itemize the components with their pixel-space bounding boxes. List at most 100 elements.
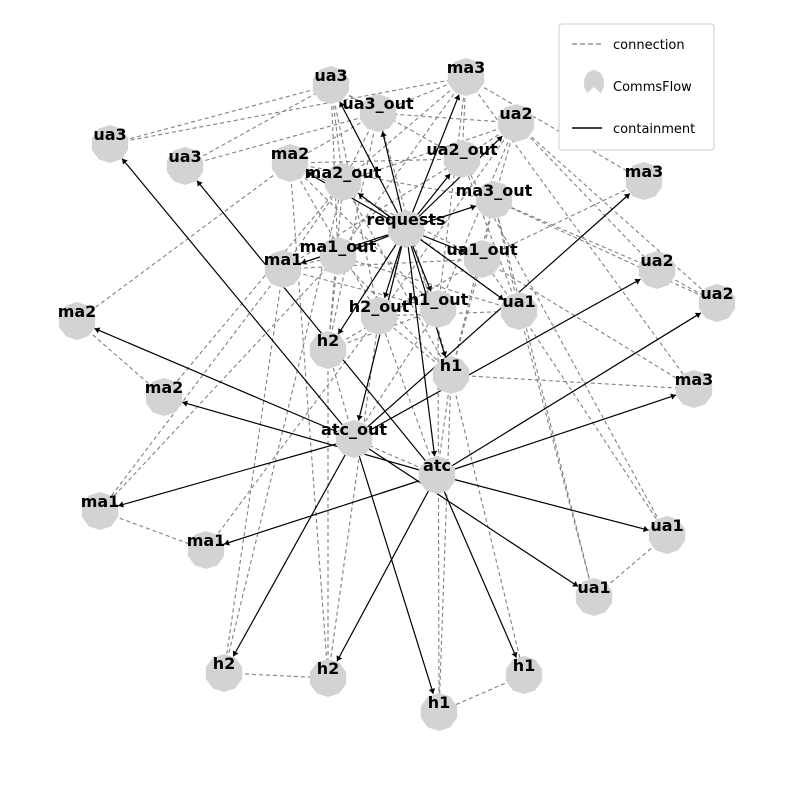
graph-node-ma3-b[interactable]	[625, 162, 663, 200]
legend-connection-label: connection	[613, 38, 685, 53]
containment-arrowhead	[511, 651, 518, 658]
containment-arrowhead	[182, 400, 188, 407]
node-shape	[312, 66, 350, 104]
graph-node-h1-out[interactable]	[419, 290, 457, 328]
node-label: ma1	[264, 250, 303, 269]
graph-node-atc-out[interactable]	[335, 420, 373, 458]
node-label: ma2	[145, 378, 184, 397]
graph-node-ua1-b[interactable]	[648, 516, 686, 554]
connection-edge	[76, 162, 291, 322]
connection-edge	[342, 76, 467, 183]
node-shape	[420, 693, 458, 731]
graph-node-ma1-c[interactable]	[187, 531, 225, 569]
connection-edge	[515, 122, 718, 304]
graph-node-ua2-out[interactable]	[443, 140, 481, 178]
node-shape	[324, 163, 362, 201]
graph-node-atc[interactable]	[418, 456, 456, 494]
graph-node-ma1-a[interactable]	[264, 250, 302, 288]
node-label: ma3	[625, 162, 664, 181]
graph-node-ma2-c[interactable]	[145, 378, 183, 416]
containment-arrowhead	[440, 351, 447, 357]
connection-edge	[223, 268, 284, 674]
connection-edge	[461, 158, 520, 312]
graph-node-h2-c[interactable]	[309, 659, 347, 697]
containment-edge	[405, 228, 446, 358]
graph-node-ma2-out[interactable]	[324, 163, 362, 201]
graph-node-ma2-b[interactable]	[58, 302, 96, 340]
graph-node-ua1-c[interactable]	[575, 578, 613, 616]
connection-edge	[493, 199, 595, 598]
containment-edge	[436, 474, 517, 658]
legend: connection CommsFlow containment	[558, 23, 715, 151]
node-shape	[187, 531, 225, 569]
graph-node-ma3-a[interactable]	[447, 58, 485, 96]
containment-edge	[353, 278, 641, 440]
graph-node-ma2-a[interactable]	[271, 144, 309, 182]
containment-arrowhead	[454, 94, 461, 101]
containment-arrowhead	[94, 327, 101, 334]
node-label: h2_out	[349, 297, 410, 316]
graph-node-ua3-b[interactable]	[91, 125, 129, 163]
containment-edge	[405, 228, 504, 301]
node-shape	[698, 284, 736, 322]
connection-edge	[327, 258, 483, 351]
connection-edge	[327, 112, 379, 351]
containment-edge	[436, 312, 702, 476]
containment-edge	[118, 438, 355, 507]
containment-arrowhead	[301, 258, 307, 265]
node-label: ua2_out	[426, 140, 498, 159]
connection-edge	[342, 122, 517, 183]
connection-edge	[289, 162, 483, 260]
graph-node-ma3-c[interactable]	[675, 370, 713, 408]
containment-edge	[223, 474, 438, 545]
connection-edge	[437, 122, 517, 310]
containment-arrowhead	[496, 136, 503, 142]
node-shape	[575, 578, 613, 616]
node-label: h2	[213, 654, 236, 673]
graph-node-ua1-out[interactable]	[463, 240, 501, 278]
node-label: ua3	[93, 125, 126, 144]
node-shape	[359, 94, 397, 132]
node-shape	[91, 125, 129, 163]
graph-node-h2-b[interactable]	[205, 654, 243, 692]
containment-arrowhead	[336, 655, 343, 662]
node-label: ma1	[187, 531, 226, 550]
connection-edge	[109, 76, 467, 145]
graph-node-h2-a[interactable]	[309, 331, 347, 369]
graph-node-ua2-a[interactable]	[497, 104, 535, 142]
graph-node-h2-out[interactable]	[360, 297, 398, 335]
graph-node-ma1-out[interactable]	[319, 237, 357, 275]
graph-node-ua2-b[interactable]	[638, 251, 676, 289]
graph-node-ma1-b[interactable]	[81, 492, 119, 530]
connection-edge	[337, 255, 452, 376]
graph-node-ua1-a[interactable]	[500, 292, 538, 330]
node-label: ua3	[168, 147, 201, 166]
containment-edge	[436, 474, 649, 531]
node-shape	[81, 492, 119, 530]
graph-node-requests[interactable]	[387, 210, 425, 248]
connection-edge	[450, 374, 695, 390]
connection-edge	[378, 122, 517, 317]
node-shape	[145, 378, 183, 416]
graph-node-ua2-c[interactable]	[698, 284, 736, 322]
graph-node-ma3-out[interactable]	[475, 181, 513, 219]
node-shape	[497, 104, 535, 142]
graph-node-h1-c[interactable]	[420, 693, 458, 731]
node-shape	[387, 210, 425, 248]
graph-node-h1-a[interactable]	[432, 356, 470, 394]
containment-arrowhead	[623, 193, 630, 200]
connection-edge	[282, 158, 463, 270]
containment-edge	[337, 228, 407, 335]
legend-box	[558, 23, 715, 151]
containment-edge	[121, 158, 355, 440]
connection-edge	[515, 122, 658, 271]
graph-node-ua3-out[interactable]	[359, 94, 397, 132]
graph-node-h1-b[interactable]	[505, 656, 543, 694]
connection-edge	[342, 181, 452, 376]
node-label: ua1_out	[446, 240, 518, 259]
containment-edge	[405, 228, 436, 457]
node-shape	[443, 140, 481, 178]
connection-edge	[289, 162, 380, 317]
graph-node-ua3-c[interactable]	[166, 147, 204, 185]
graph-node-ua3-a[interactable]	[312, 66, 350, 104]
